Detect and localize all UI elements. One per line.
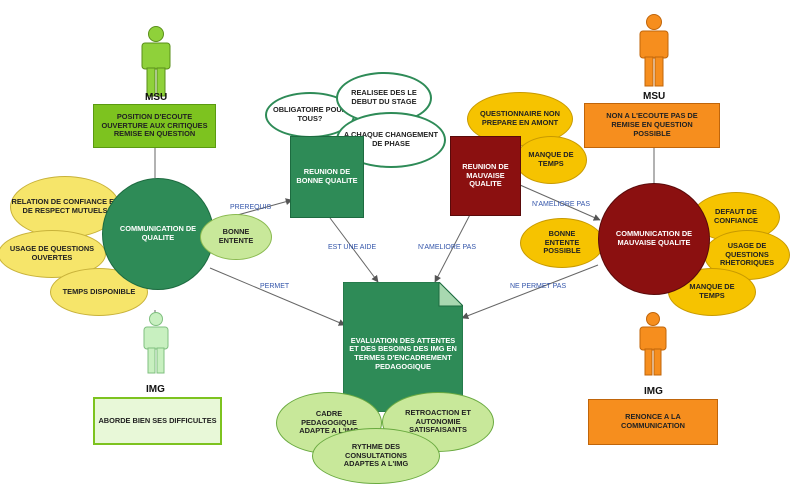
edge-label-permet: PERMET [260,283,290,290]
communication-qualite-circle: COMMUNICATION DE QUALITE [102,178,214,290]
bad-meeting-box: REUNION DE MAUVAISE QUALITE [450,136,521,216]
msu-person-icon-right [639,14,669,87]
evaluation-document: EVALUATION DES ATTENTES ET DES BESOINS D… [343,282,463,412]
edge-label-n-ameliore-pas-1: N'AMELIORE PAS [418,244,476,251]
left-msu-box-text: POSITION D'ECOUTE OUVERTURE AUX CRITIQUE… [101,111,208,139]
bubble-relation-confiance: RELATION DE CONFIANCE ET DE RESPECT MUTU… [10,176,120,238]
bubble-bonne-entente: BONNE ENTENTE [200,214,272,260]
good-meeting-box: REUNION DE BONNE QUALITE [290,136,364,218]
outcome-rythme: RYTHME DES CONSULTATIONS ADAPTES A L'IMG [312,428,440,484]
left-msu-box: POSITION D'ECOUTE OUVERTURE AUX CRITIQUE… [93,104,216,148]
edge-label-n-ameliore-pas-2: N'AMELIORE PAS [532,201,590,208]
edge-label-est-une-aide: EST UNE AIDE [328,244,377,251]
right-img-box: RENONCE A LA COMMUNICATION [588,399,718,445]
edge-label-prerequis: PREREQUIS [230,204,272,211]
bubble-bonne-entente-possible: BONNE ENTENTE POSSIBLE [520,218,604,268]
msu-person-icon [141,26,171,97]
right-msu-label: MSU [643,91,666,102]
right-img-label: IMG [644,386,663,397]
evaluation-text: EVALUATION DES ATTENTES ET DES BESOINS D… [349,335,457,371]
bubble-manque-temps-meeting: MANQUE DE TEMPS [515,136,587,184]
img-person-icon [143,312,169,374]
left-img-box: ABORDE BIEN SES DIFFICULTES [93,397,222,445]
edge-label-ne-permet-pas: NE PERMET PAS [510,283,567,290]
left-img-label: IMG [146,384,165,395]
communication-mauvaise-circle: COMMUNICATION DE MAUVAISE QUALITE [598,183,710,295]
left-msu-label: MSU [145,92,168,103]
right-msu-box: NON A L'ECOUTE PAS DE REMISE EN QUESTION… [584,103,720,148]
img-person-icon-right [639,312,667,376]
